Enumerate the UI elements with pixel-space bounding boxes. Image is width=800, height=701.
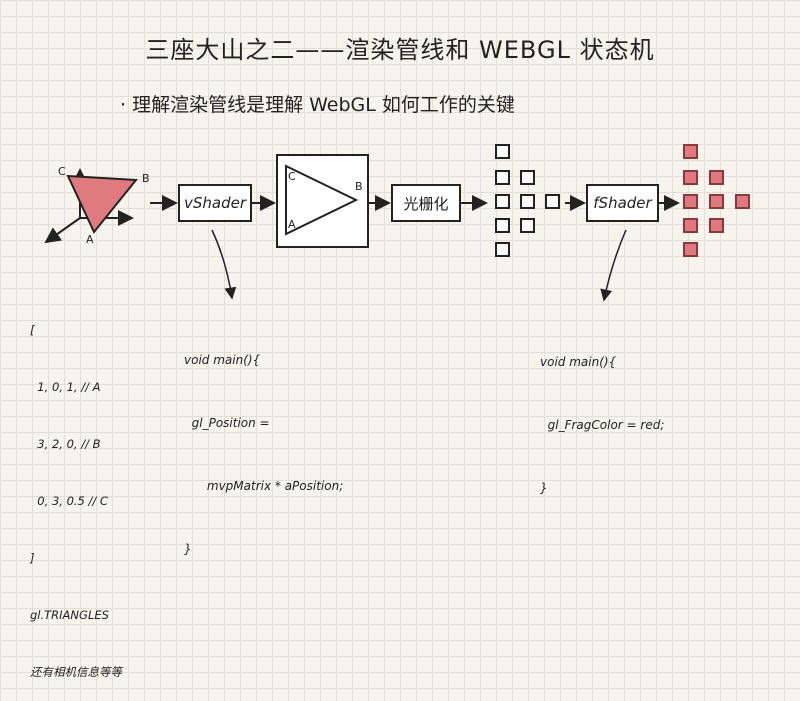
output-pixel — [709, 170, 724, 185]
fshader-box: fShader — [586, 184, 659, 222]
output-pixel — [683, 218, 698, 233]
vertex-data-line: 0, 3, 0.5 // C — [30, 494, 108, 508]
rasterization-label: 光栅化 — [403, 194, 449, 213]
output-pixel — [709, 194, 724, 209]
vertex-label-b: B — [142, 172, 150, 185]
vertex-data-line: [ — [30, 323, 35, 337]
code-line: gl_FragColor = red; — [540, 418, 665, 432]
callout-fshader-arrow — [600, 229, 627, 302]
code-line: void main(){ — [540, 355, 617, 369]
output-pixel — [709, 218, 724, 233]
vertex-label-c: C — [58, 165, 66, 178]
fragment-pixel — [495, 144, 510, 159]
assembly-vertex-c: C — [288, 170, 296, 183]
fragment-pixel — [495, 194, 510, 209]
vertex-data-line: gl.TRIANGLES — [30, 608, 109, 622]
vertex-shader-code: void main(){ gl_Position = mvpMatrix * a… — [184, 308, 343, 581]
code-line: void main(){ — [184, 353, 261, 367]
vertex-data-line: 1, 0, 1, // A — [30, 380, 101, 394]
fragment-pixel — [495, 218, 510, 233]
fragment-shader-code: void main(){ gl_FragColor = red; } — [540, 310, 664, 520]
output-pixel — [683, 170, 698, 185]
vshader-box: vShader — [178, 184, 252, 222]
code-line: gl_Position = — [184, 416, 270, 430]
code-line: } — [184, 542, 192, 556]
fragment-pixel — [495, 170, 510, 185]
vertex-data-line: 还有相机信息等等 — [30, 665, 122, 679]
output-pixel — [683, 144, 698, 159]
slide-title: 三座大山之二——渲染管线和 WEBGL 状态机 — [145, 36, 655, 64]
vertex-data-block: [ 1, 0, 1, // A 3, 2, 0, // B 0, 3, 0.5 … — [30, 283, 122, 701]
assembly-vertex-b: B — [355, 180, 363, 193]
bullet-point: · 理解渲染管线是理解 WebGL 如何工作的关键 — [120, 94, 515, 116]
output-pixel — [735, 194, 750, 209]
fragment-pixel — [520, 218, 535, 233]
vertex-data-line: ] — [30, 551, 35, 565]
primitive-triangle — [66, 174, 138, 234]
assembly-vertex-a: A — [288, 218, 296, 231]
output-pixel — [683, 194, 698, 209]
fragment-pixel — [495, 242, 510, 257]
output-pixel — [683, 242, 698, 257]
fragment-pixel — [545, 194, 560, 209]
primitive-assembly-box — [276, 154, 369, 248]
vertex-data-line: 3, 2, 0, // B — [30, 437, 101, 451]
axis-depth — [44, 217, 81, 244]
vshader-label: vShader — [183, 194, 246, 212]
code-line: mvpMatrix * aPosition; — [184, 479, 344, 493]
callout-vshader-arrow — [211, 229, 237, 300]
vertex-label-a: A — [86, 233, 94, 246]
fragment-pixel — [520, 194, 535, 209]
code-line: } — [540, 481, 548, 495]
rasterization-box: 光栅化 — [391, 184, 461, 222]
fragment-pixel — [520, 170, 535, 185]
fshader-label: fShader — [593, 194, 652, 212]
